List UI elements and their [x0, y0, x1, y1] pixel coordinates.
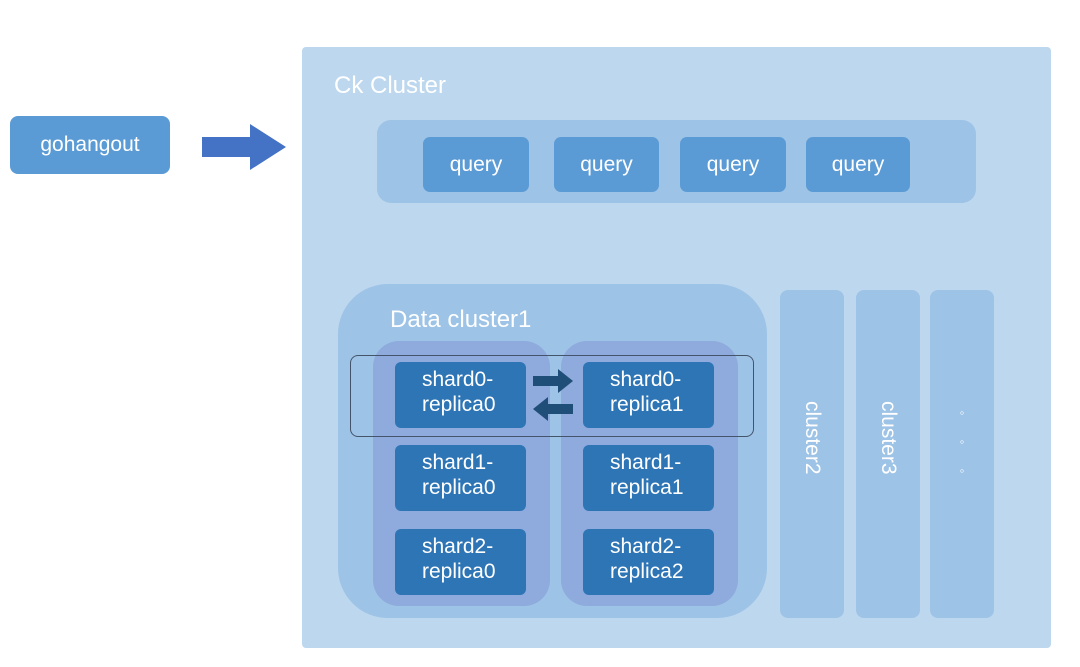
shard0-replica1-node: shard0- replica1: [583, 362, 714, 428]
query-node: query: [680, 137, 786, 192]
shard-label-line1: shard2-: [422, 535, 494, 558]
replicate-right-arrow: [533, 369, 573, 393]
shard2-replica0-node: shard2- replica0: [395, 529, 526, 595]
ck-cluster-title: Ck Cluster: [334, 72, 447, 99]
dot: ◦: [959, 405, 965, 420]
cluster3-label: cluster3: [877, 401, 900, 475]
query-node: query: [423, 137, 529, 192]
cluster2-label: cluster2: [801, 401, 824, 475]
shard1-replica0-node: shard1- replica0: [395, 445, 526, 511]
shard0-replica0-node: shard0- replica0: [395, 362, 526, 428]
gohangout-node: gohangout: [10, 116, 170, 174]
query-node: query: [554, 137, 659, 192]
shard1-replica1-node: shard1- replica1: [583, 445, 714, 511]
shard-label-line2: replica0: [422, 476, 496, 499]
shard-label-line2: replica2: [610, 560, 684, 583]
shard0-replica-pair-outline: [350, 355, 754, 437]
data-cluster1-title: Data cluster1: [390, 306, 532, 333]
replicate-left-arrow: [533, 397, 573, 421]
shard-label-line2: replica0: [422, 560, 496, 583]
shard-label-line2: replica0: [422, 393, 496, 416]
cluster2-column: cluster2: [780, 290, 844, 618]
shard-label-line2: replica1: [610, 393, 684, 416]
query-node: query: [806, 137, 910, 192]
shard2-replica2-node: shard2- replica2: [583, 529, 714, 595]
shard-label-line1: shard0-: [422, 368, 494, 391]
dot: ◦: [959, 434, 965, 449]
shard-label-line1: shard1-: [422, 451, 494, 474]
shard-label-line1: shard2-: [610, 535, 682, 558]
dot: ◦: [959, 463, 965, 478]
cluster3-column: cluster3: [856, 290, 920, 618]
more-clusters-column: ◦ ◦ ◦: [930, 290, 994, 618]
shard-label-line1: shard1-: [610, 451, 682, 474]
gohangout-label: gohangout: [40, 133, 140, 156]
shard-label-line1: shard0-: [610, 368, 682, 391]
ellipsis-dots: ◦ ◦ ◦: [960, 398, 965, 485]
shard-label-line2: replica1: [610, 476, 684, 499]
